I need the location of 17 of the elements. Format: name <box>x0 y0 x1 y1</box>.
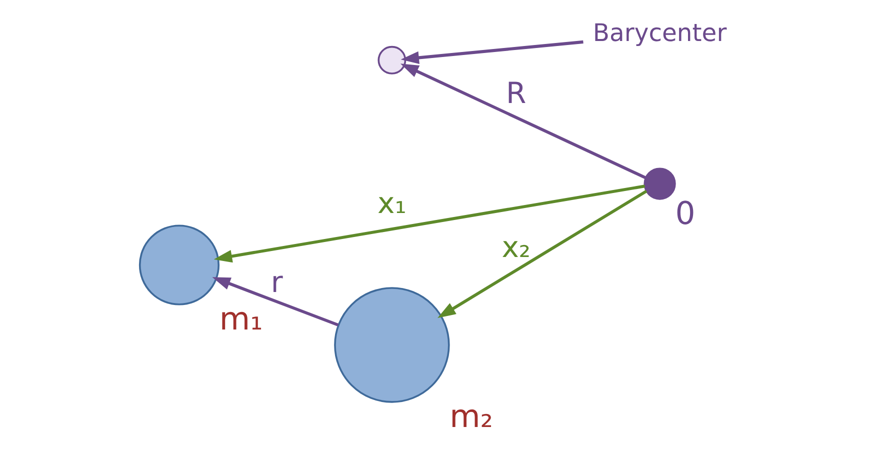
arrow <box>400 64 646 180</box>
arrow <box>437 190 647 318</box>
arrow <box>213 184 645 263</box>
node-circle <box>643 168 676 200</box>
node-label: m₁ <box>218 302 262 338</box>
edge-label: r <box>270 264 282 299</box>
node-circle <box>334 287 450 403</box>
edge-label: x₂ <box>501 230 530 264</box>
edge-label: R <box>506 76 526 110</box>
node-text: Barycenter <box>592 18 726 47</box>
node-circle <box>377 46 406 74</box>
arrow <box>212 277 338 326</box>
arrow <box>400 40 583 64</box>
node-label: m₂ <box>449 399 492 436</box>
node-label: 0 <box>674 196 695 232</box>
node-circle <box>138 224 220 306</box>
edge-label: x₁ <box>377 186 406 220</box>
